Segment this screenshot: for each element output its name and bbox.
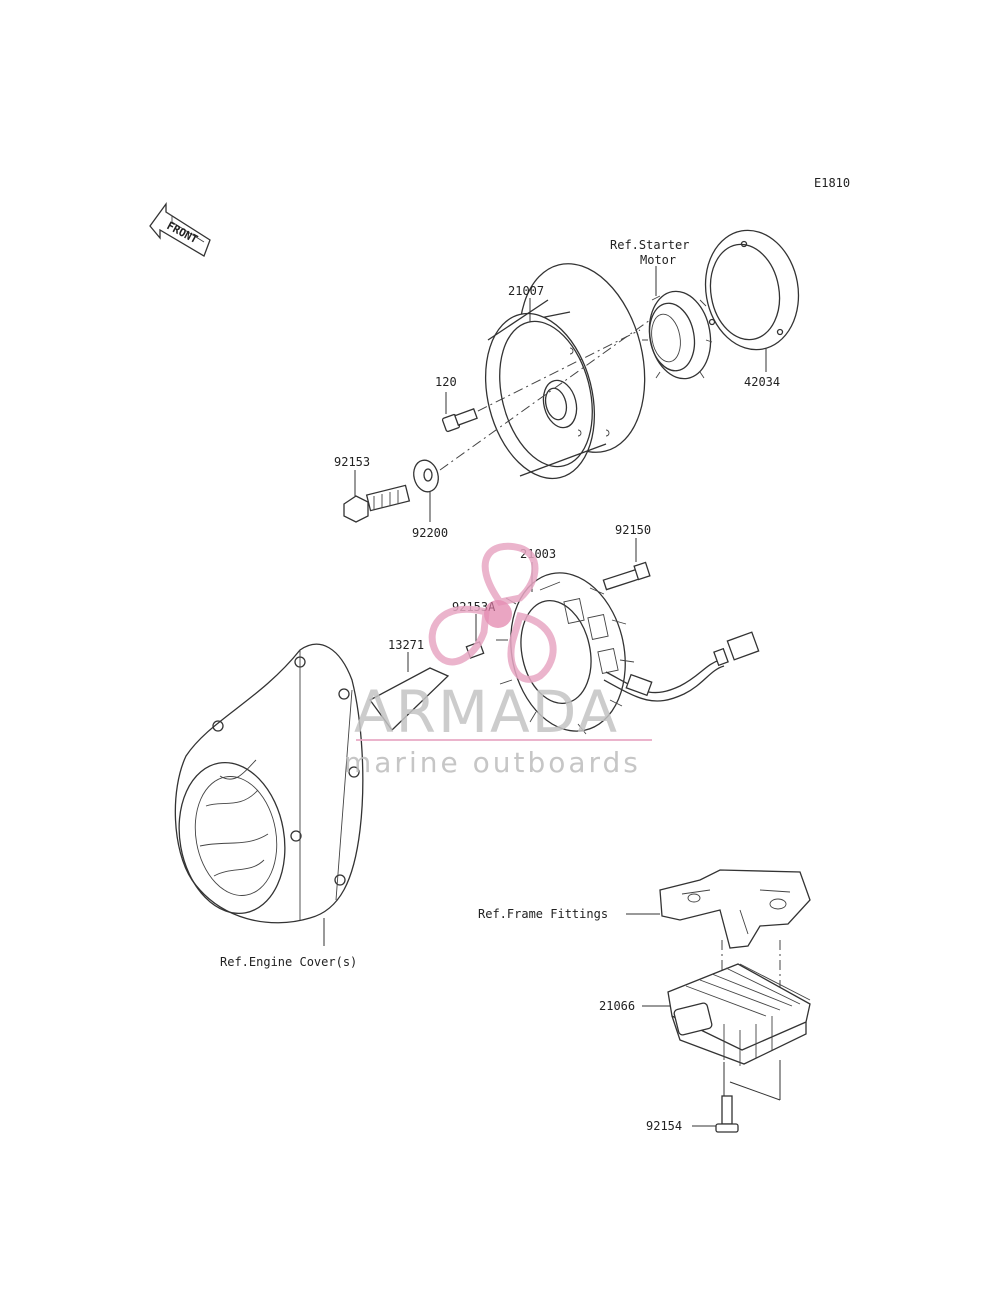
washer-92200 — [413, 459, 439, 493]
ref-starter-motor-label-1: Ref.Starter — [610, 238, 689, 252]
part-92200: 92200 — [412, 526, 448, 540]
axis-line-rotor — [439, 319, 651, 471]
part-21066: 21066 — [599, 999, 635, 1013]
propeller-logo-icon — [428, 542, 557, 683]
watermark-brand: ARMADA — [354, 678, 619, 746]
stator-wire-connector — [603, 631, 760, 702]
frame-fittings-bracket — [659, 869, 811, 949]
bolt-120 — [441, 408, 478, 433]
ref-frame-fittings-label: Ref.Frame Fittings — [478, 907, 608, 921]
watermark: ARMADA marine outboards — [344, 542, 652, 779]
engine-cover — [174, 643, 364, 924]
bolt-92150 — [602, 561, 651, 591]
regulator-21066 — [667, 963, 811, 1066]
diagram-code: E1810 — [814, 176, 850, 190]
part-42034: 42034 — [744, 375, 780, 389]
plate-13271 — [369, 667, 450, 731]
part-92154: 92154 — [646, 1119, 682, 1133]
bolt-92154 — [715, 1095, 739, 1133]
part-92150: 92150 — [615, 523, 651, 537]
starter-clutch — [642, 290, 713, 380]
part-92153: 92153 — [334, 455, 370, 469]
watermark-tagline: marine outboards — [344, 746, 641, 779]
part-120: 120 — [435, 375, 457, 389]
leader-regulator-down-2 — [729, 1081, 781, 1101]
part-21007: 21007 — [508, 284, 544, 298]
ref-engine-cover-label: Ref.Engine Cover(s) — [220, 955, 357, 969]
part-13271: 13271 — [388, 638, 424, 652]
front-arrow-icon: FRONT — [149, 202, 211, 257]
ref-starter-motor-label-2: Motor — [640, 253, 676, 267]
rotor-21007 — [484, 263, 646, 480]
bolt-92153 — [343, 484, 411, 523]
axis-line-bolt — [459, 329, 641, 421]
ring-gear-42034 — [704, 229, 800, 351]
